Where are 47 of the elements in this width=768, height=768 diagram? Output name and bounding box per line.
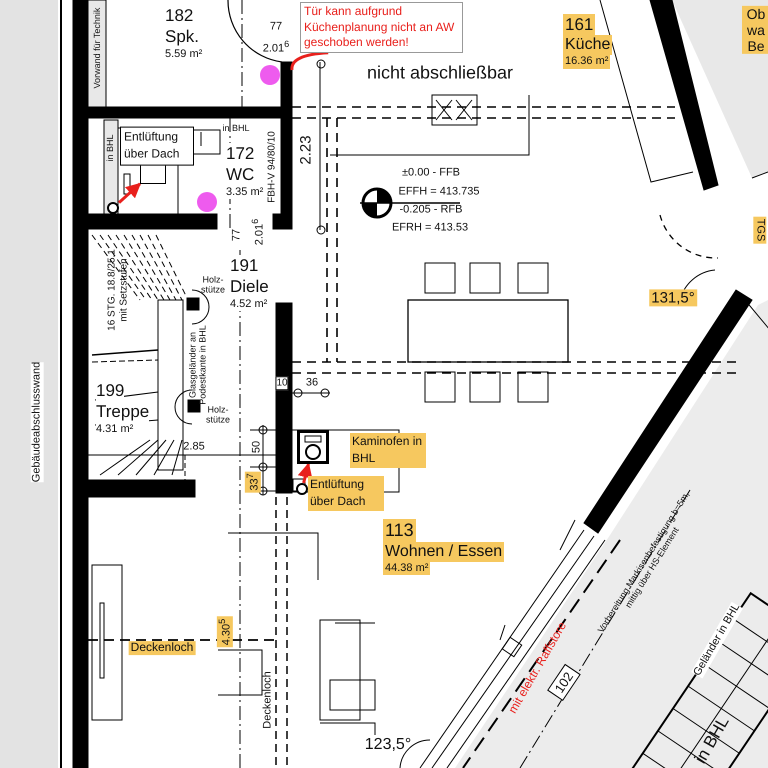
room-number: 161 xyxy=(563,14,596,36)
dimension-label: 77 xyxy=(270,20,282,34)
level-label: -0.205 - RFB xyxy=(400,204,462,216)
dimension-label: 2.23 xyxy=(297,135,315,165)
dimension-label: 2.01$^{6}$ xyxy=(262,38,290,56)
dimension-label: 36 xyxy=(306,376,318,390)
note-label: Ob wa Be xyxy=(742,6,768,54)
room-name: Küche xyxy=(563,35,612,56)
room-number: 191 xyxy=(230,255,258,276)
dimension-label: 10 xyxy=(275,376,289,390)
arrow xyxy=(118,182,142,204)
dimension-label: 77 xyxy=(230,228,244,242)
equipment-label: FBH-V 94/80/10 xyxy=(266,131,278,203)
level-label: EFRH = 413.53 xyxy=(392,222,468,234)
area-label: 3.35 m² xyxy=(226,186,264,200)
note-label: Entlüftung über Dach xyxy=(120,126,194,166)
level-label: EFFH = 413.735 xyxy=(398,186,480,198)
room-number: 113 xyxy=(383,519,416,542)
leader-line xyxy=(290,51,328,70)
area-label: 16.36 m² xyxy=(563,55,610,69)
wall-label: Gebäudeabschlusswand xyxy=(30,362,44,482)
note-label: in BHL xyxy=(104,134,116,162)
dimension-label: 50 xyxy=(250,440,264,454)
note-label: Kaminofen in BHL xyxy=(350,433,426,468)
room-number: 172 xyxy=(226,143,254,164)
note-label: Holz- stütze xyxy=(204,404,231,426)
room-label: TGS xyxy=(754,216,766,244)
note-label: Entlüftung über Dach xyxy=(308,476,384,511)
angle-label: 123,5° xyxy=(364,736,412,754)
area-label: 4.52 m² xyxy=(230,298,268,312)
area-label: 44.38 m² xyxy=(383,562,430,576)
arrow xyxy=(298,462,312,484)
room-name: Wohnen / Essen xyxy=(383,542,504,562)
angle-label: 131,5° xyxy=(649,289,697,307)
note-label: Holz- stütze xyxy=(200,274,226,296)
opening-label: Deckenloch xyxy=(128,641,196,655)
note-box: Tür kann aufgrund Küchenplanung nicht an AW geschoben werden! xyxy=(300,2,463,53)
room-name: WC xyxy=(226,164,254,186)
dimension-label: 2.85 xyxy=(183,440,205,454)
stair-label: 16 STG. 18.8/25.1 mit Setzstufen xyxy=(106,248,130,333)
note-label: nicht abschließbar xyxy=(366,62,514,84)
railing-label: Glasgeländer an Podestkante in BHL xyxy=(188,324,208,407)
opening-label: Deckenloch xyxy=(262,671,274,729)
note-label: in BHL xyxy=(222,122,250,134)
wall-label: Vorwand für Technik xyxy=(92,8,102,88)
note-label: in BHL xyxy=(690,713,734,767)
level-label: ±0.00 - FFB xyxy=(402,166,460,180)
